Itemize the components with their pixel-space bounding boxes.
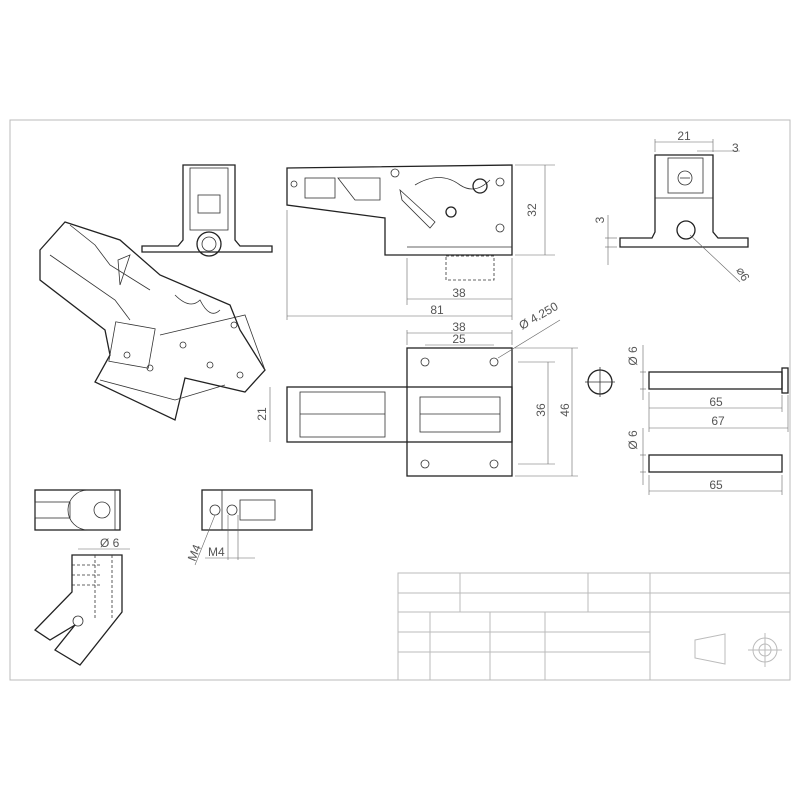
dim-pin-long-total: 67 (711, 414, 725, 428)
dim-thread-m4-b: M4 (208, 545, 225, 559)
dim-offset-3: 3 (732, 141, 739, 155)
front-view (269, 319, 578, 477)
dim-hole-dia-6: ⌀6 (733, 265, 752, 284)
detail-angled-view (33, 548, 130, 666)
dim-plate-46: 46 (558, 403, 572, 417)
dim-flange-3: 3 (593, 216, 607, 223)
dim-pin-short-dia: Ø 6 (626, 430, 640, 450)
dim-pin-long-shaft: 65 (709, 395, 723, 409)
pin-short (640, 428, 783, 495)
dim-left-height-21: 21 (255, 407, 269, 421)
dim-pin-long-dia: Ø 6 (626, 346, 640, 366)
pin-end-view (585, 367, 615, 397)
dim-base-38: 38 (452, 286, 466, 300)
end-view-small (141, 164, 273, 257)
title-block (397, 572, 791, 681)
isometric-view (39, 221, 266, 421)
dim-thread-m4-a: M4 (185, 542, 204, 563)
end-view-right (605, 139, 749, 283)
detail-side-view (194, 489, 313, 566)
dim-height-32: 32 (525, 203, 539, 217)
dim-outer-38: 38 (452, 320, 466, 334)
dim-inner-36: 36 (534, 403, 548, 417)
dim-detail-dia-6: Ø 6 (100, 536, 120, 550)
dim-pin-short-length: 65 (709, 478, 723, 492)
side-view (286, 164, 555, 320)
dim-hole-spacing-25: 25 (452, 332, 466, 346)
projection-symbol-icon (694, 633, 782, 667)
dim-hole-dia-4250: Ø 4.250 (517, 299, 561, 333)
dim-width-21: 21 (677, 129, 691, 143)
pin-long (640, 345, 789, 432)
detail-top-view (34, 489, 121, 531)
drawing-frame (9, 119, 791, 681)
dim-total-81: 81 (430, 303, 444, 317)
